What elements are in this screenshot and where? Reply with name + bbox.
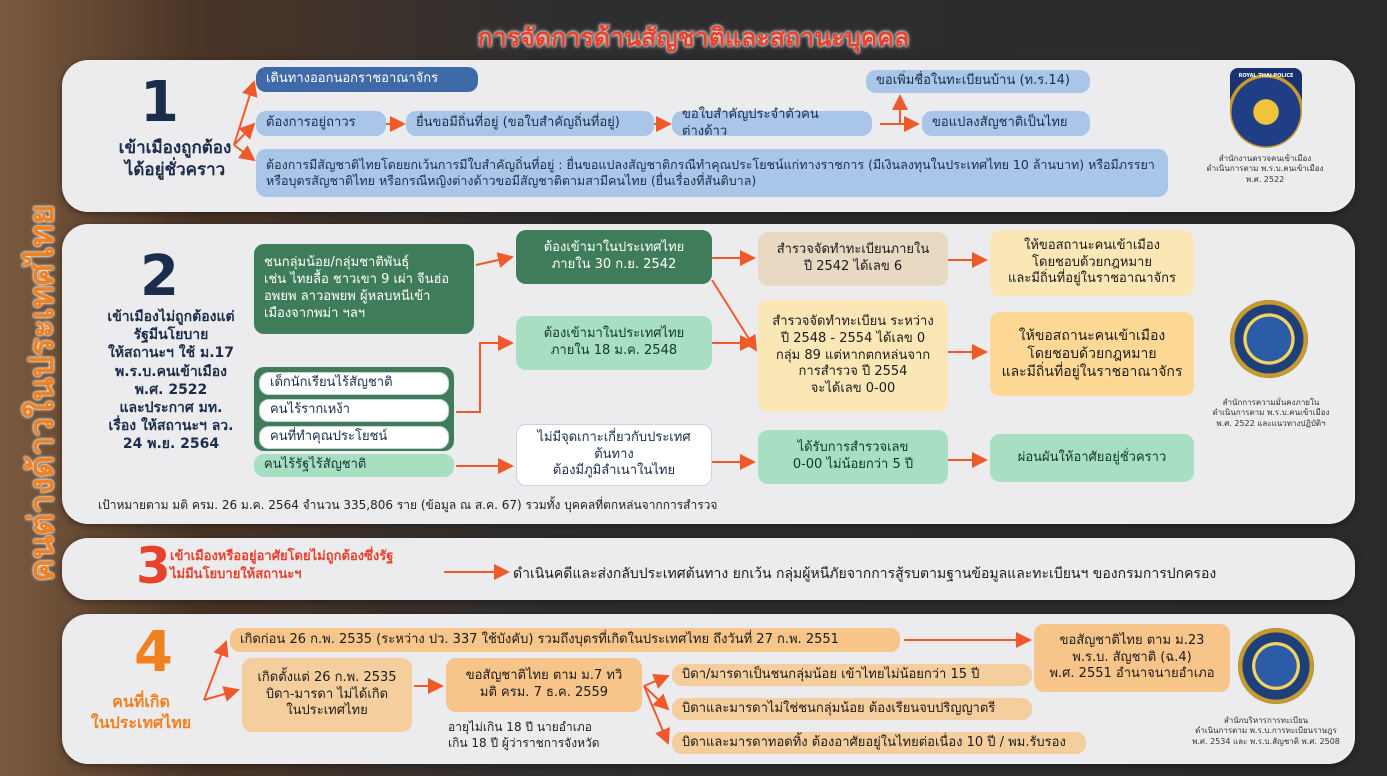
entry-2548-box: ต้องเข้ามาในประเทศไทย ภายใน 18 ม.ค. 2548 — [516, 316, 712, 370]
beneficial-persons-box: คนที่ทำคุณประโยชน์ — [259, 426, 449, 449]
age-authority-note: อายุไม่เกิน 18 ปี นายอำเภอ เกิน 18 ปี ผู… — [448, 720, 600, 750]
section-2-label: เข้าเมืองไม่ถูกต้องแต่ รัฐมีนโยบาย ให้สถ… — [107, 309, 235, 453]
born-after-box: เกิดตั้งแต่ 26 ก.พ. 2535 บิดา-มารดา ไม่ไ… — [242, 658, 412, 732]
police-seal-icon — [1230, 68, 1302, 148]
ethnic-minority-box: ชนกลุ่มน้อย/กลุ่มชาติพันธุ์ เช่น ไทยลื้อ… — [254, 244, 474, 334]
registration-seal-icon — [1238, 628, 1314, 704]
section-4-number: 4 — [134, 620, 173, 685]
section-2-footnote: เป้าหมายตาม มติ ครม. 26 ม.ค. 2564 จำนวน … — [98, 498, 718, 512]
permanent-stay-box: ต้องการอยู่ถาวร — [256, 111, 386, 136]
legal-status-box-2: ให้ขอสถานะคนเข้าเมือง โดยชอบด้วยกฎหมาย แ… — [990, 312, 1194, 396]
section-7bis-box: ขอสัญชาติไทย ตาม ม.7 ทวิ มติ ครม. 7 ธ.ค.… — [446, 658, 642, 712]
entry-2542-box: ต้องเข้ามาในประเทศไทย ภายใน 30 ก.ย. 2542 — [516, 230, 712, 284]
no-origin-link-box: ไม่มีจุดเกาะเกี่ยวกับประเทศ ต้นทาง ต้องม… — [516, 424, 712, 486]
exit-kingdom-box: เดินทางออกนอกราชอาณาจักร — [256, 67, 478, 92]
section-1-number: 1 — [140, 70, 179, 135]
naturalization-box: ขอแปลงสัญชาติเป็นไทย — [922, 111, 1090, 136]
temporary-stay-box: ผ่อนผันให้อาศัยอยู่ชั่วคราว — [990, 434, 1194, 482]
section-3-number: 3 — [136, 537, 171, 595]
section-2-number: 2 — [140, 244, 179, 309]
section-1-caption: สำนักงานตรวจคนเข้าเมือง ดำเนินการตาม พ.ร… — [1206, 154, 1324, 184]
condition-abandoned-box: บิดาและมารดาทอดทิ้ง ต้องอาศัยอยู่ในไทยต่… — [672, 732, 1086, 754]
section-23-box: ขอสัญชาติไทย ตาม ม.23 พ.ร.บ. สัญชาติ (ฉ.… — [1034, 624, 1230, 692]
stateless-persons-box: คนไร้รัฐไร้สัญชาติ — [254, 454, 454, 477]
section-3-panel — [62, 538, 1355, 600]
condition-minority-box: บิดา/มารดาเป็นชนกลุ่มน้อย เข้าไทยไม่น้อย… — [672, 664, 1032, 686]
page-title: การจัดการด้านสัญชาติและสถานะบุคคล — [477, 23, 910, 52]
residence-application-box: ยื่นขอมีถิ่นที่อยู่ (ขอใบสำคัญถิ่นที่อยู… — [406, 111, 654, 136]
survey-2542-box: สำรวจจัดทำทะเบียนภายใน ปี 2542 ได้เลข 6 — [758, 232, 948, 286]
alien-id-box: ขอใบสำคัญประจำตัวคนต่างด้าว — [672, 107, 872, 139]
security-seal-icon — [1230, 300, 1308, 378]
house-register-box: ขอเพิ่มชื่อในทะเบียนบ้าน (ท.ร.14) — [866, 70, 1090, 93]
born-before-box: เกิดก่อน 26 ก.พ. 2535 (ระหว่าง ปว. 337 ใ… — [230, 628, 900, 652]
section-1-label: เข้าเมืองถูกต้อง ได้อยู่ชั่วคราว — [118, 138, 232, 181]
legal-status-box-1: ให้ขอสถานะคนเข้าเมือง โดยชอบด้วยกฎหมาย แ… — [990, 230, 1194, 296]
survey-2548-box: สำรวจจัดทำทะเบียน ระหว่าง ปี 2548 - 2554… — [758, 300, 948, 412]
stateless-students-box: เด็กนักเรียนไร้สัญชาติ — [259, 372, 449, 395]
side-title: คนต่างด้าวในประเทศไทย — [22, 204, 62, 582]
condition-degree-box: บิดาและมารดาไม่ใช่ชนกลุ่มน้อย ต้องเรียนจ… — [672, 698, 1032, 720]
section-4-label: คนที่เกิด ในประเทศไทย — [90, 692, 192, 732]
section-4-caption: สำนักบริหารการทะเบียน ดำเนินการตาม พ.ร.บ… — [1192, 716, 1340, 746]
nationality-exception-box: ต้องการมีสัญชาติไทยโดยยกเว้นการมีใบสำคัญ… — [256, 149, 1168, 197]
rootless-box: คนไร้รากเหง้า — [259, 399, 449, 422]
section-3-label: เข้าเมืองหรืออยู่อาศัยโดยไม่ถูกต้องซึ่งร… — [170, 549, 394, 583]
section-2-caption: สำนักการความมั่นคงภายใน ดำเนินการตาม พ.ร… — [1212, 398, 1330, 428]
police-seal-text: ROYAL THAI POLICE — [1238, 73, 1294, 79]
section-3-text: ดำเนินคดีและส่งกลับประเทศต้นทาง ยกเว้น ก… — [513, 566, 1217, 582]
survey-000-box: ได้รับการสำรวจเลข 0-00 ไม่น้อยกว่า 5 ปี — [758, 430, 948, 484]
